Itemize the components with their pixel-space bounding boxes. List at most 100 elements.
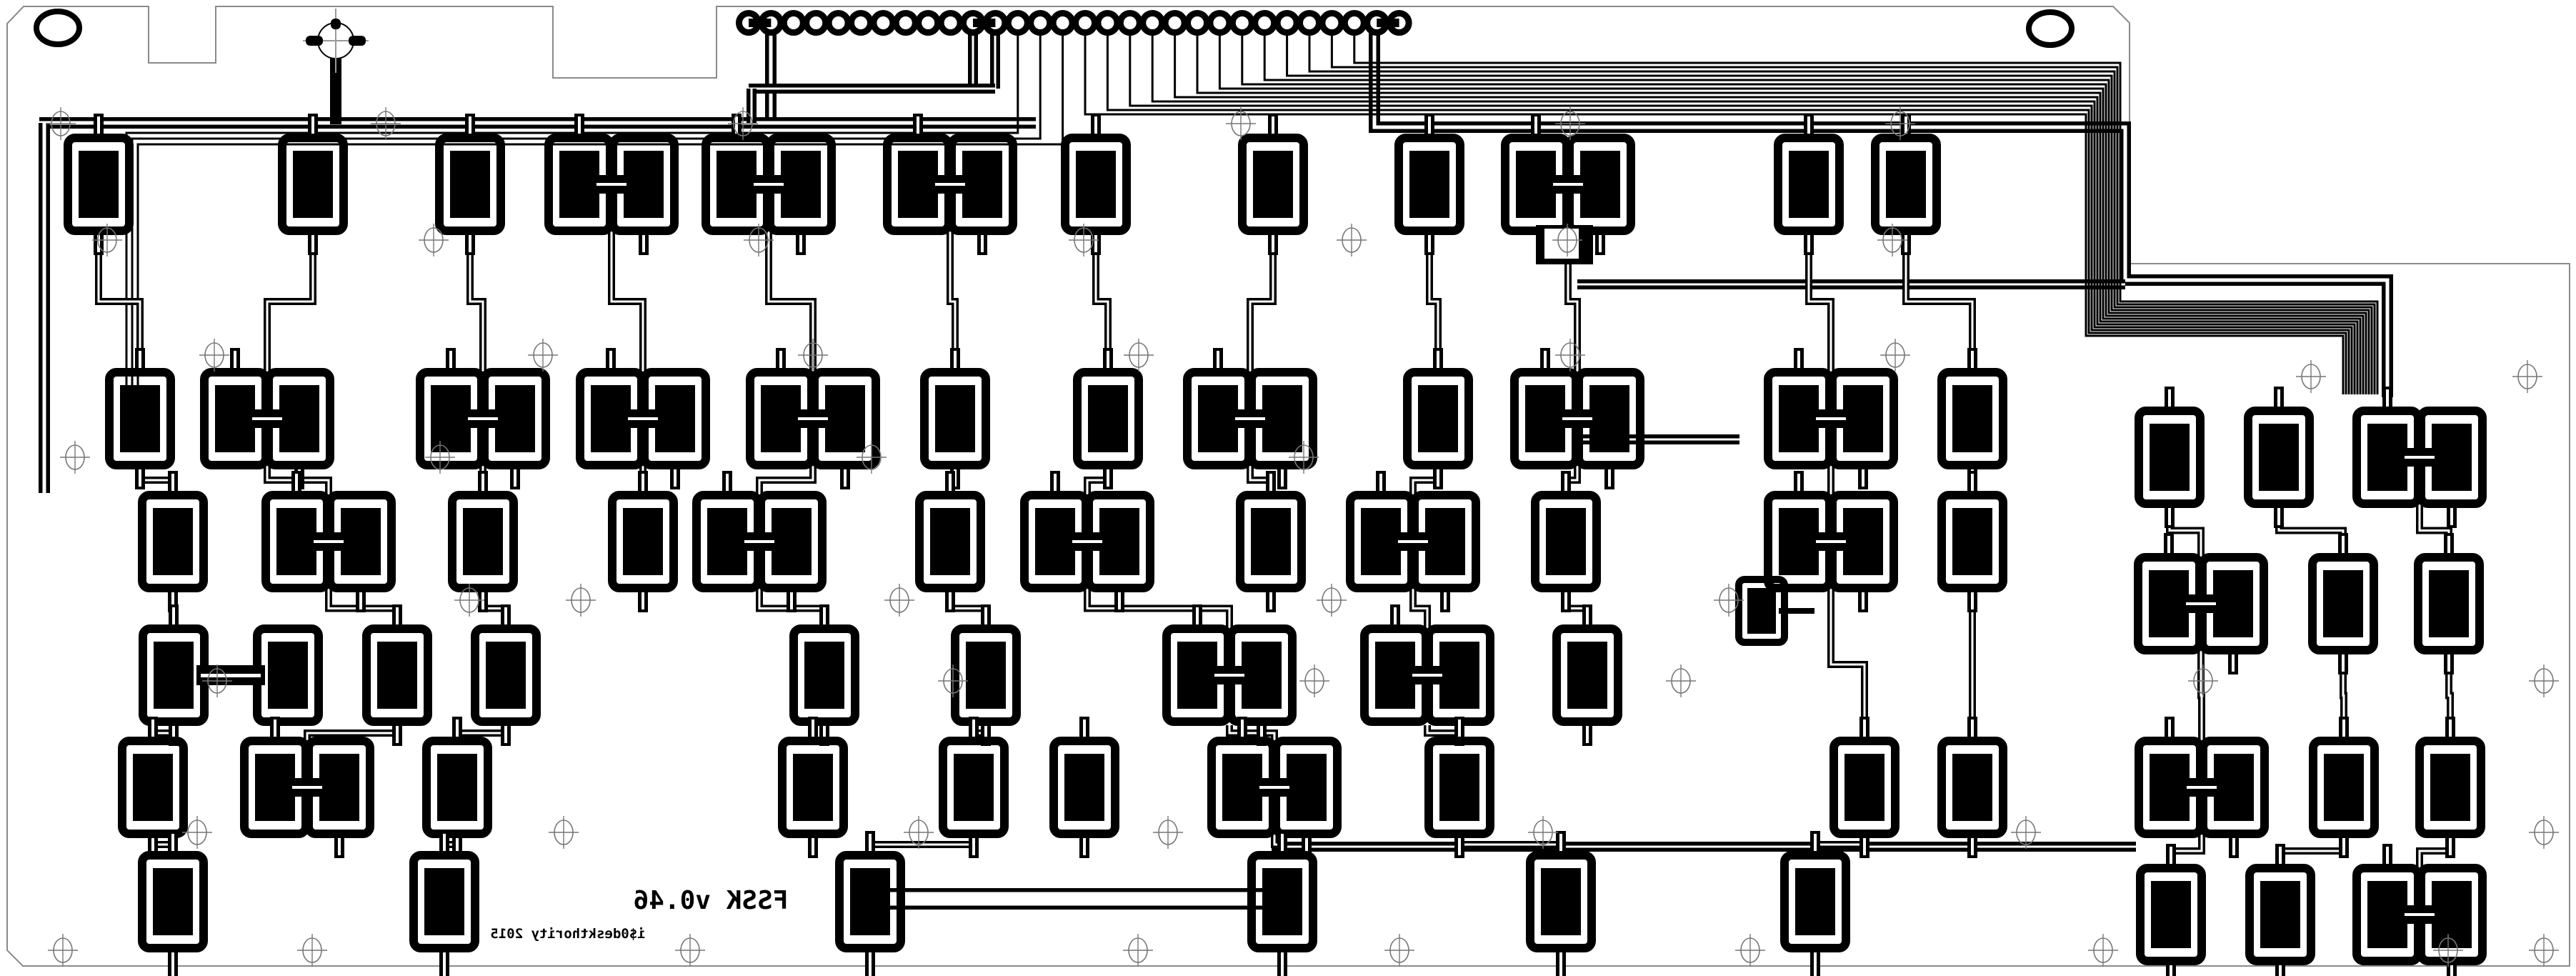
switch-footprint-single (138, 471, 208, 612)
pad-stub-slot (779, 351, 782, 369)
pad-stub-slot (456, 837, 459, 855)
pair-bridge-slot (1816, 540, 1846, 543)
pad-stub-slot (2450, 964, 2453, 976)
column-trace-slot (1412, 588, 1429, 629)
switch-footprint-single (471, 604, 541, 746)
pad-ring (422, 737, 492, 838)
pad-stub-slot (1814, 834, 1817, 852)
pad-stub-slot (984, 724, 987, 743)
switch-footprint-pair (2134, 533, 2268, 674)
switch-footprint-pair (1183, 348, 1317, 489)
fanout-trace (1174, 32, 2356, 394)
pad-stub-slot (1428, 116, 1431, 135)
pad-stub-slot (1904, 116, 1907, 135)
pad-stub-slot (1971, 719, 1974, 738)
pad-ring (1774, 134, 1844, 235)
pad-stub-slot (139, 468, 141, 487)
mounting-hole (92, 224, 122, 257)
mounting-hole (60, 441, 90, 474)
mounting-hole (566, 584, 596, 617)
pad-stub-slot (1196, 607, 1199, 626)
pad-ring (2135, 407, 2205, 508)
mounting-hole (182, 816, 212, 849)
switch-footprint-pair (2352, 387, 2487, 528)
switch-footprint-single (435, 114, 505, 255)
pad-ring (448, 491, 518, 592)
pair-bridge-slot (798, 417, 828, 420)
pair-bridge-slot (2187, 786, 2217, 789)
pad-plate (1580, 151, 1620, 218)
mounting-hole (1552, 224, 1582, 257)
pair-bridge-slot (628, 417, 658, 420)
switch-footprint-pair (702, 114, 836, 255)
pair-bridge-slot (1235, 417, 1265, 420)
mounting-hole (46, 107, 76, 140)
pad-stub-slot (949, 474, 952, 492)
pad-plate (1099, 508, 1139, 575)
pad-plate (1262, 868, 1302, 935)
pad-plate (717, 151, 757, 218)
pad-ring (2244, 407, 2314, 508)
pad-stub-slot (1971, 591, 1974, 609)
pad-stub-slot (2386, 389, 2389, 408)
pad-stub-slot (2232, 653, 2235, 672)
pad-plate (268, 642, 308, 709)
pad-plate (1222, 754, 1262, 821)
pad-stub-slot (641, 591, 644, 609)
column-trace-slot (2200, 650, 2203, 741)
pad-plate (1361, 508, 1401, 575)
pad-stub-slot (823, 607, 826, 626)
pad-stub-slot (1559, 834, 1562, 852)
pad-stub-slot (954, 351, 957, 369)
mounting-hole (371, 107, 401, 140)
switch-footprint-single (2135, 387, 2205, 528)
switch-footprint-pair (416, 348, 550, 489)
mounting-hole (1555, 107, 1585, 140)
pad-ring (608, 491, 678, 592)
pad-plate (1375, 642, 1415, 709)
pad-stub-slot (812, 837, 814, 855)
pad-stub-slot (2167, 536, 2170, 554)
pad-plate (850, 868, 890, 935)
pad-ring (2415, 737, 2485, 838)
column-trace-slot (767, 231, 814, 372)
switch-footprint-single (422, 717, 492, 858)
pad-stub-slot (2168, 719, 2171, 738)
pad-stub-slot (1971, 351, 1974, 369)
pad-plate (1779, 508, 1819, 575)
switch-footprint-pair (692, 471, 827, 612)
pad-ring (2245, 864, 2315, 965)
mounting-hole (2529, 816, 2559, 849)
mounting-hole (528, 339, 558, 372)
switch-footprint-pair (544, 114, 679, 255)
switch-footprint-single (608, 471, 678, 612)
pad-stub-slot (171, 591, 174, 609)
pair-bridge-slot (1816, 417, 1846, 420)
pad-stub-slot (443, 951, 446, 976)
switch-footprint-single (2136, 844, 2206, 976)
pad-plate (153, 508, 193, 575)
pad-stub-slot (917, 116, 919, 135)
pad-stub-slot (443, 834, 446, 852)
pad-stub-slot (1281, 468, 1284, 487)
pad-plate (1198, 385, 1238, 452)
pair-bridge-slot (1562, 417, 1592, 420)
pad-ring (1049, 737, 1119, 838)
pad-stub-slot (1586, 724, 1589, 743)
mounting-hole (454, 584, 484, 617)
switch-footprint-pair (1360, 604, 1494, 746)
pad-plate (1064, 754, 1104, 821)
switch-footprint-pair (883, 114, 1017, 255)
pad-plate (1843, 508, 1883, 575)
fanout-trace (1353, 32, 2379, 394)
pair-bridge-slot (1259, 786, 1289, 789)
pad-stub-slot (2170, 847, 2172, 865)
switch-footprint-single (2309, 717, 2379, 858)
fanout-trace (1263, 32, 2367, 394)
pad-plate (1844, 754, 1884, 821)
pad-stub-slot (1971, 474, 1974, 492)
pad-stub-slot (2342, 536, 2345, 554)
trace-layer-thick (39, 32, 2393, 910)
pad-plate (279, 385, 319, 452)
